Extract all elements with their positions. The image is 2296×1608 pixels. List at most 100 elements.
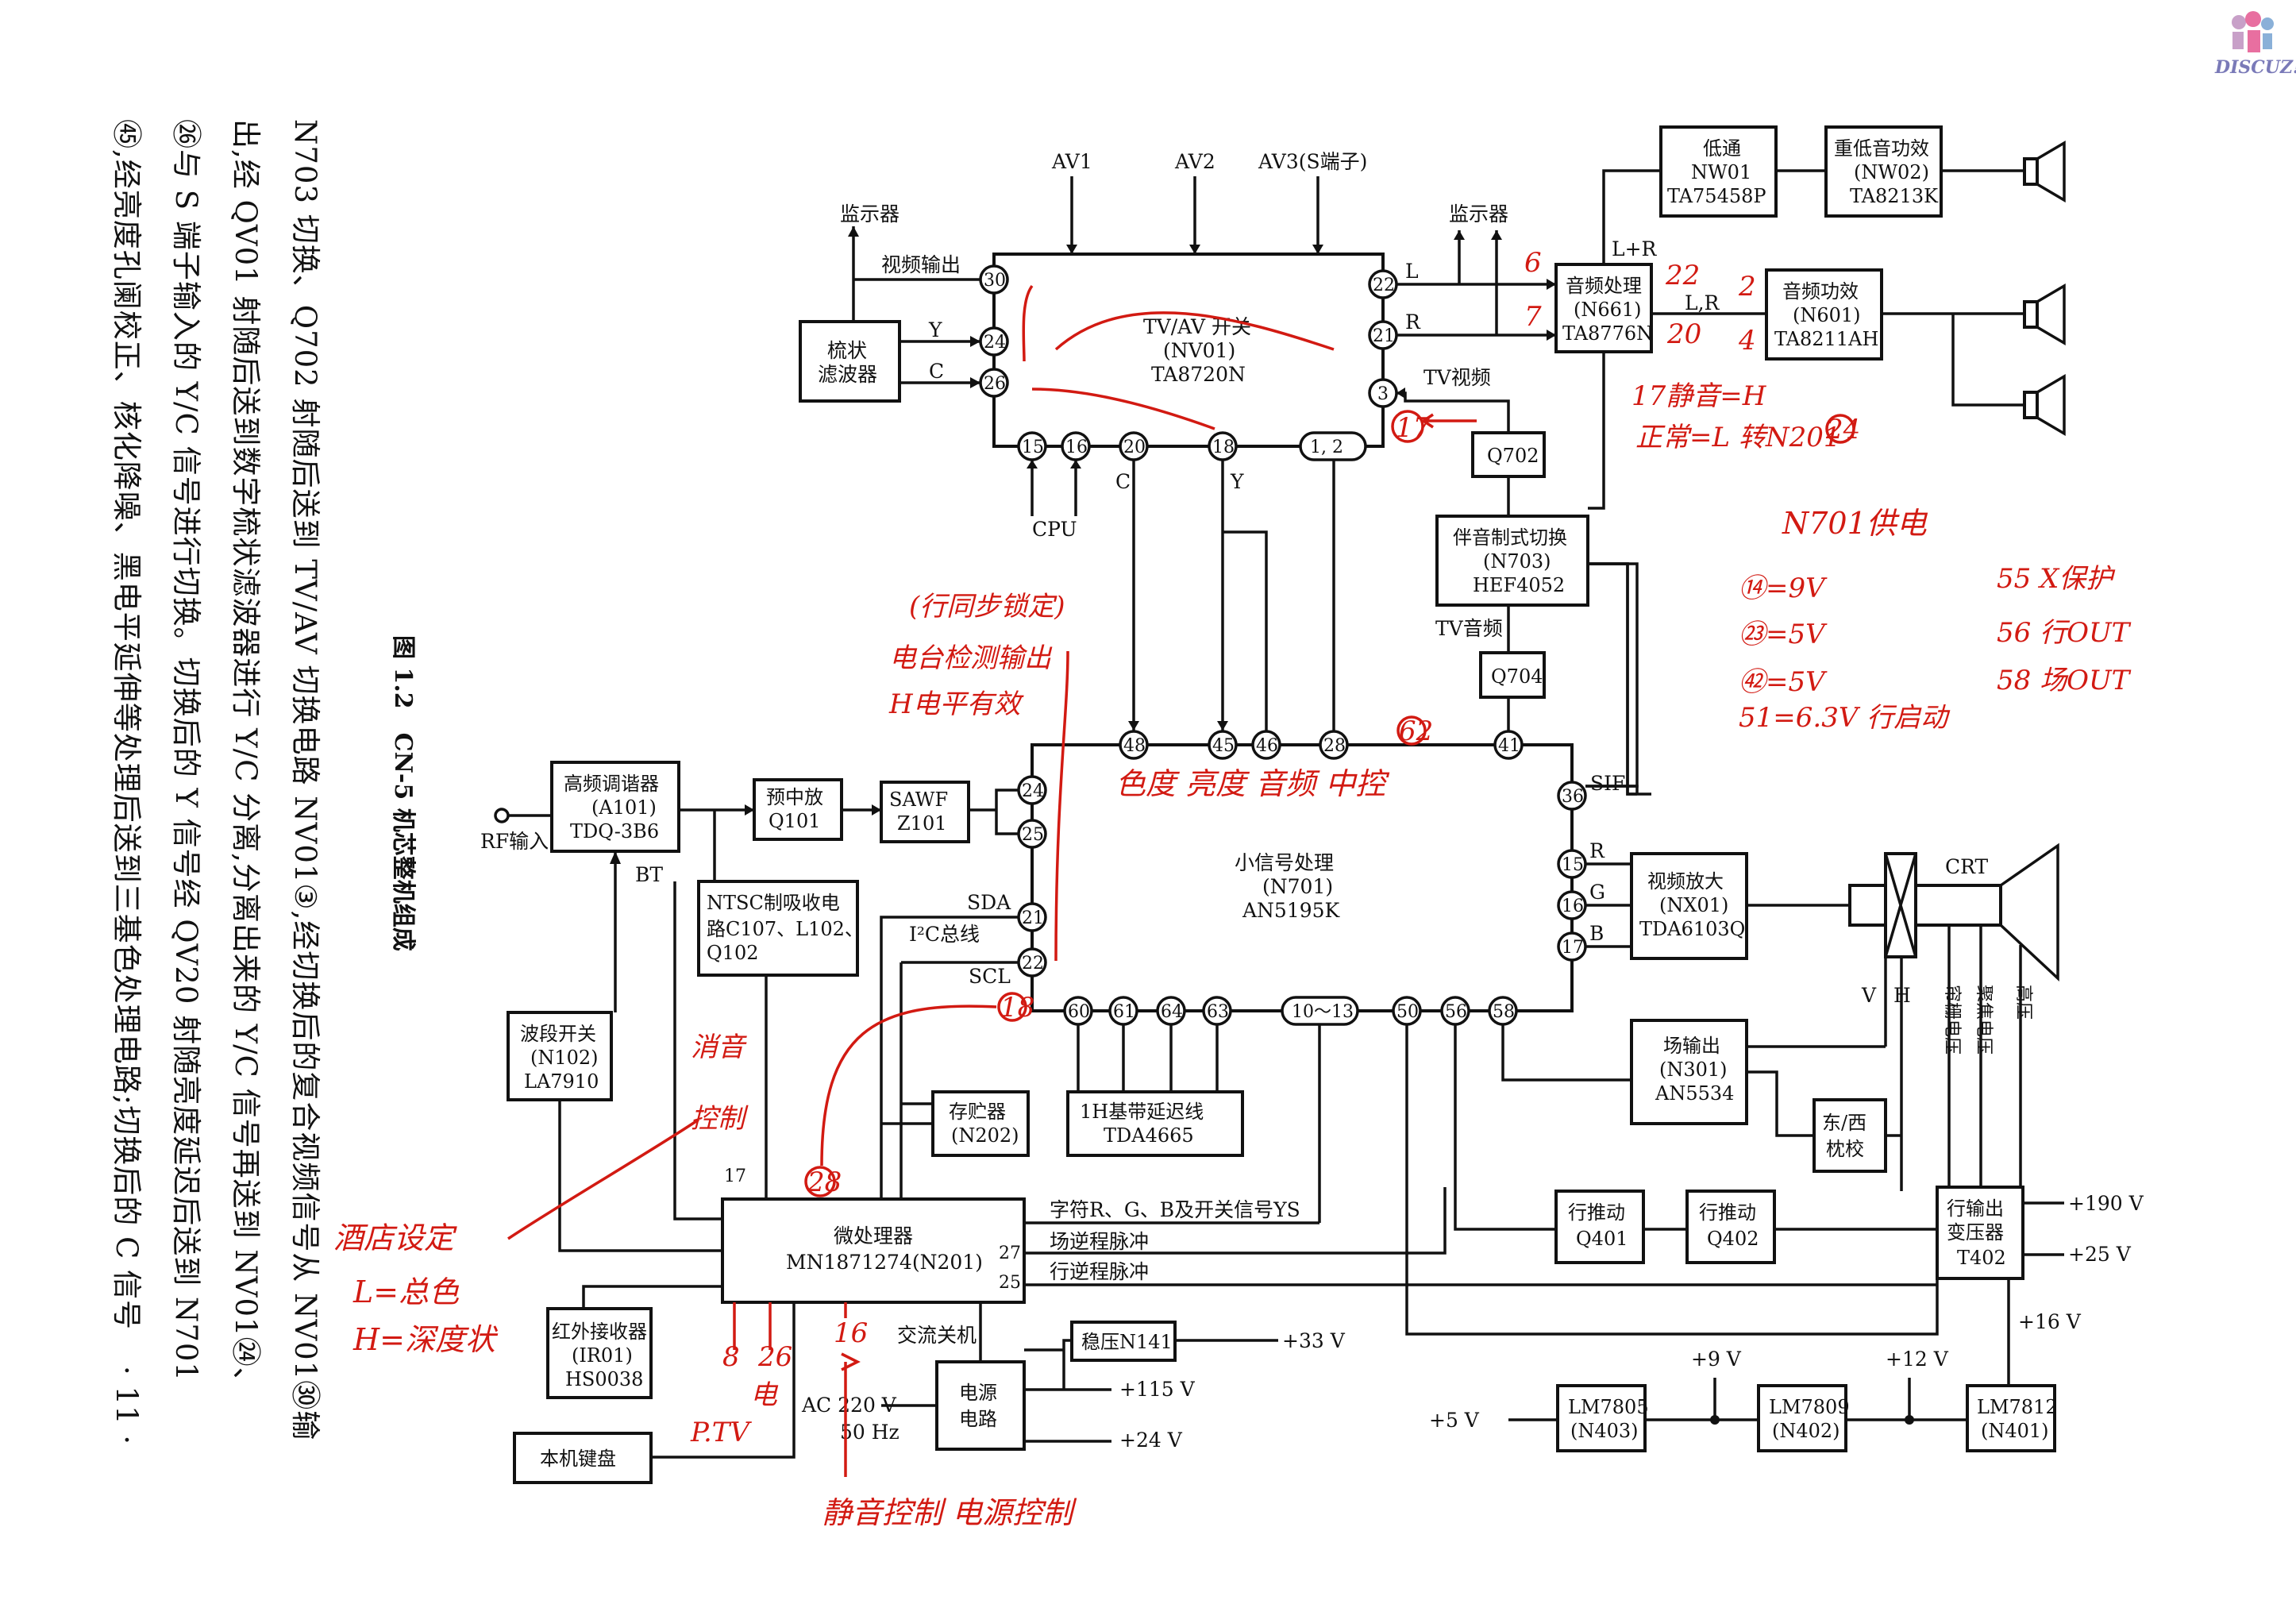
- pin17-label: 17: [724, 1166, 746, 1186]
- svg-text:16: 16: [1562, 897, 1584, 916]
- svg-text:Z101: Z101: [897, 812, 946, 835]
- scl-label: SCL: [969, 965, 1011, 988]
- svg-text:63: 63: [1207, 1002, 1229, 1022]
- c-label: C: [929, 360, 944, 383]
- q704-block: Q704: [1479, 651, 1546, 699]
- svg-text:LM7809: LM7809: [1769, 1396, 1850, 1418]
- audio-out-wires: [1602, 169, 2024, 407]
- svg-text:(N202): (N202): [951, 1124, 1019, 1147]
- v16-label: +16 V: [2018, 1310, 2082, 1333]
- svg-text:L=总色: L=总色: [352, 1274, 460, 1309]
- svg-text:1H基带延迟线: 1H基带延迟线: [1080, 1101, 1204, 1123]
- svg-text:行输出: 行输出: [1947, 1197, 2004, 1220]
- pin-18: 18: [1212, 438, 1235, 457]
- tvav-code: (NV01): [1163, 339, 1235, 362]
- svg-text:(N301): (N301): [1659, 1059, 1728, 1081]
- pin25-label: 25: [999, 1273, 1021, 1293]
- svg-text:预中放: 预中放: [766, 786, 823, 808]
- svg-text:高频调谐器: 高频调谐器: [564, 773, 659, 795]
- svg-text:(NX01): (NX01): [1659, 894, 1728, 916]
- monitor-label-1: 监示器: [840, 202, 900, 226]
- svg-text:51=6.3V 行启动: 51=6.3V 行启动: [1739, 702, 1951, 734]
- svg-text:行推动: 行推动: [1568, 1201, 1625, 1224]
- comb-filter: 梳状 滤波器: [799, 320, 901, 403]
- pin-20: 20: [1123, 438, 1146, 457]
- audio-amp-block: 音频功效 (N601) TA8211AH: [1765, 268, 1883, 361]
- v190-label: +190 V: [2068, 1192, 2144, 1215]
- side-line-1: N703 切换、Q702 射随后送到 TV/AV 切换电路 NV01③,经切换后…: [288, 119, 322, 1440]
- svg-text:41: 41: [1498, 736, 1520, 756]
- lm7812-block: LM7812 (N401): [1966, 1384, 2058, 1452]
- regulator-block: 稳压N141: [1070, 1321, 1177, 1362]
- tvav-chip: TA8720N: [1151, 363, 1246, 386]
- svg-text:P.TV: P.TV: [690, 1417, 752, 1448]
- sound-switch-block: 伴音制式切换 (N703) HEF4052: [1435, 515, 1589, 607]
- svg-text:(N703): (N703): [1483, 550, 1551, 573]
- svg-text:Q704: Q704: [1491, 665, 1543, 688]
- field-pulse-label: 场逆程脉冲: [1050, 1230, 1149, 1253]
- svg-text:静音控制 电源控制: 静音控制 电源控制: [822, 1495, 1077, 1530]
- svg-text:TA75458P: TA75458P: [1667, 185, 1766, 207]
- y-label: Y: [928, 318, 942, 341]
- comb-wires: [852, 226, 980, 384]
- svg-text:TDA4665: TDA4665: [1104, 1124, 1194, 1147]
- figure-caption: 图 1.2 CN-5 机芯整机组成: [389, 635, 417, 951]
- svg-text:16: 16: [834, 1317, 868, 1349]
- svg-text:MN1871274(N201): MN1871274(N201): [786, 1251, 983, 1274]
- svg-text:26: 26: [757, 1341, 792, 1373]
- svg-text:(NW02): (NW02): [1854, 161, 1929, 183]
- svg-text:55 X保护: 55 X保护: [1997, 563, 2116, 595]
- svg-text:64: 64: [1161, 1002, 1183, 1022]
- v12-label: +12 V: [1886, 1348, 1949, 1371]
- y-out-label: Y: [1230, 470, 1244, 493]
- svg-text:电源: 电源: [959, 1382, 997, 1404]
- high-voltage-label: 高压: [2013, 985, 2033, 1020]
- i2c-label: I²C总线: [909, 923, 980, 946]
- svg-text:10～13: 10～13: [1292, 1002, 1354, 1022]
- svg-text:T402: T402: [1957, 1247, 2006, 1269]
- saw-block: SAWF Z101: [880, 781, 970, 843]
- svg-text:48: 48: [1123, 736, 1146, 756]
- r-label: R: [1405, 310, 1421, 334]
- side-text: N703 切换、Q702 射随后送到 TV/AV 切换电路 NV01③,经切换后…: [110, 119, 417, 1445]
- l-label: L: [1405, 260, 1419, 283]
- svg-text:(N701): (N701): [1262, 875, 1333, 898]
- tvav-label: TV/AV 开关: [1143, 315, 1251, 338]
- svg-text:音频处理: 音频处理: [1566, 275, 1642, 297]
- svg-text:电: 电: [750, 1379, 779, 1411]
- v115-label: +115 V: [1119, 1378, 1196, 1401]
- discuz-logo: DISCUZ!: [2214, 11, 2296, 78]
- side-line-2: 出,经 QV01 射随后送到数字梳状滤波器进行 Y/C 分离,分离出来的 Y/C…: [229, 119, 263, 1398]
- pin-26: 26: [984, 374, 1006, 394]
- audio-processor: 音频处理 (N661) TA8776N: [1554, 263, 1653, 353]
- v-label: V: [1861, 984, 1877, 1007]
- svg-text:N701供电: N701供电: [1782, 506, 1928, 541]
- watermark: DISCUZ!: [2214, 57, 2296, 78]
- svg-text:正常=L 转N201: 正常=L 转N201: [1635, 422, 1841, 453]
- svg-text:TA8213K: TA8213K: [1850, 185, 1939, 207]
- tvav-switch: TV/AV 开关 (NV01) TA8720N: [992, 253, 1385, 448]
- mcu-block: 微处理器 MN1871274(N201): [721, 1197, 1026, 1304]
- svg-text:电台检测输出: 电台检测输出: [889, 642, 1053, 674]
- svg-text:58 场OUT: 58 场OUT: [1997, 665, 2132, 696]
- svg-text:电路: 电路: [959, 1408, 997, 1430]
- svg-text:AN5534: AN5534: [1655, 1082, 1734, 1105]
- svg-text:NTSC制吸收电: NTSC制吸收电: [707, 892, 840, 914]
- power-block: 电源 电路: [935, 1360, 1026, 1451]
- rf-input: RF输入: [480, 808, 552, 853]
- svg-text:62: 62: [1399, 715, 1433, 747]
- svg-text:色度 亮度 音频 中控: 色度 亮度 音频 中控: [1115, 766, 1390, 801]
- svg-text:56 行OUT: 56 行OUT: [1997, 617, 2132, 649]
- svg-text:(A101): (A101): [591, 796, 657, 819]
- svg-text:㊷=5V: ㊷=5V: [1739, 666, 1828, 698]
- svg-text:路C107、L102、: 路C107、L102、: [707, 918, 864, 940]
- svg-text:音频功效: 音频功效: [1782, 280, 1859, 303]
- v25-label: +25 V: [2068, 1243, 2132, 1266]
- page-number: · 11 ·: [110, 1366, 144, 1445]
- svg-text:20: 20: [1666, 318, 1701, 350]
- lowpass-block: 低通 NW01 TA75458P: [1659, 125, 1778, 218]
- svg-text:Q702: Q702: [1487, 445, 1539, 467]
- svg-text:60: 60: [1068, 1002, 1090, 1022]
- pin-24: 24: [984, 333, 1006, 353]
- svg-text:HS0038: HS0038: [565, 1368, 643, 1390]
